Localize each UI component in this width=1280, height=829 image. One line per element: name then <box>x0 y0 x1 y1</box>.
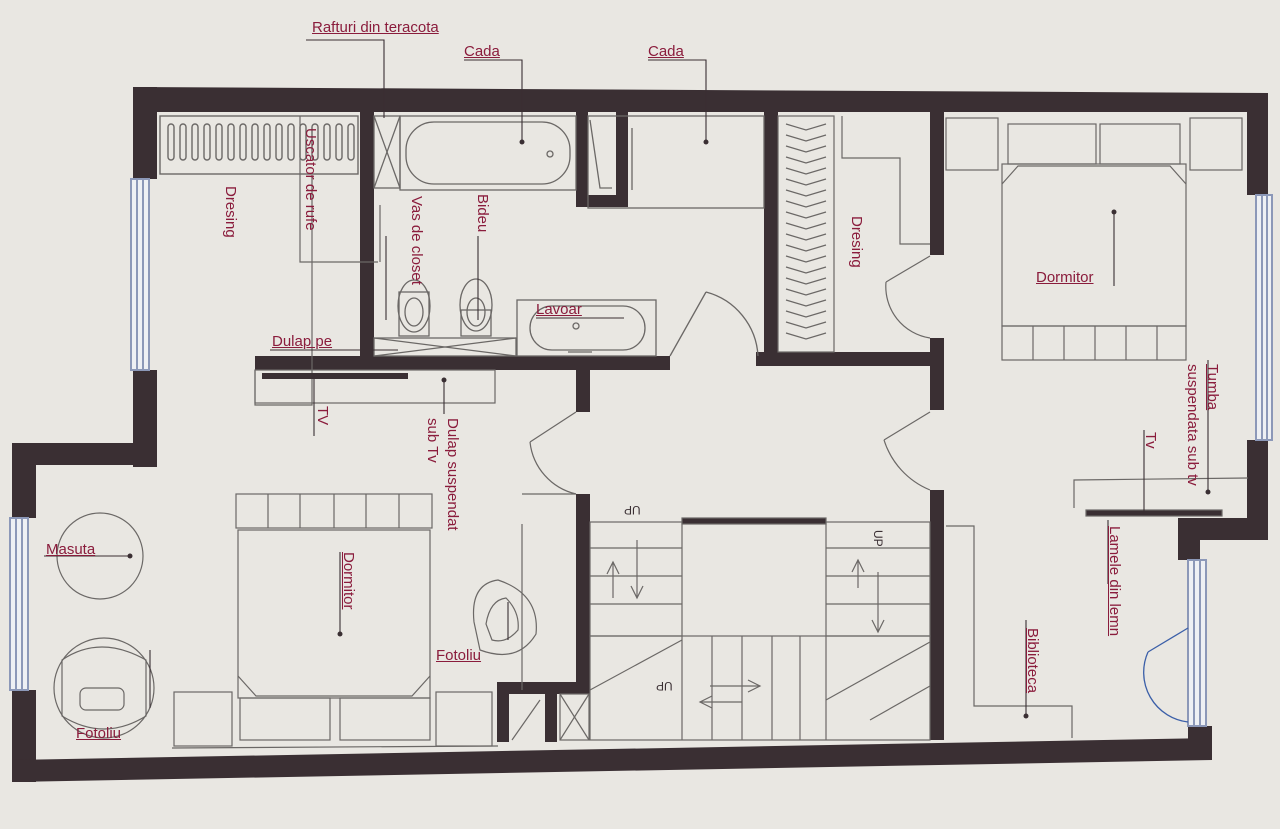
hanger <box>215 123 223 161</box>
hanger <box>785 233 827 241</box>
hanger <box>785 123 827 131</box>
hanger <box>785 222 827 230</box>
hanger <box>785 266 827 274</box>
balcony-door <box>1143 627 1189 723</box>
hanger <box>785 321 827 329</box>
hanger <box>275 123 283 161</box>
label-up-2: UP <box>871 530 885 547</box>
label-bideu: Bideu <box>474 194 491 233</box>
right-bed <box>945 117 1243 361</box>
label-dresing-mid: Dresing <box>848 216 865 268</box>
label-rafturi-1: Rafturi din teracota <box>312 19 439 36</box>
hanger <box>203 123 211 161</box>
label-dulap-pe: Dulap pe <box>272 333 333 350</box>
label-tumba: Tumba <box>1204 364 1221 411</box>
label-masuta: Masuta <box>46 541 96 558</box>
label-tv-left: TV <box>314 406 331 426</box>
label-uscator: Uscator de rufe <box>302 128 319 231</box>
hanger <box>785 255 827 263</box>
interior-walls <box>255 112 944 742</box>
staircase <box>589 517 931 741</box>
hanger <box>785 189 827 197</box>
hanger <box>785 310 827 318</box>
label-tumba-2: suspendata sub tv <box>1184 364 1201 486</box>
hanger <box>785 277 827 285</box>
library-shelf <box>946 525 1073 738</box>
hanger <box>785 134 827 142</box>
hanger <box>179 123 187 161</box>
label-fotoliu-mid: Fotoliu <box>436 647 482 664</box>
left-bed <box>171 493 499 749</box>
hanger <box>785 288 827 296</box>
hanger <box>323 123 331 161</box>
hanger <box>785 299 827 307</box>
label-cada-1: Cada <box>464 43 500 60</box>
bathroom-fixtures <box>373 115 765 357</box>
landing-doors <box>521 411 577 690</box>
hanger <box>335 123 343 161</box>
hanger <box>785 211 827 219</box>
hanger <box>227 123 235 161</box>
label-lamele: Lamele din lemn <box>1106 526 1123 637</box>
hanger <box>785 145 827 153</box>
dressing-partition <box>254 116 496 406</box>
hanger <box>785 200 827 208</box>
hanger <box>311 123 319 161</box>
mid-dressing-rail <box>777 115 930 353</box>
hanger <box>287 123 295 161</box>
small-closet <box>511 693 590 741</box>
hanger <box>785 332 827 340</box>
label-dormitor-left: Dormitor <box>340 552 357 610</box>
label-dulap-suspendat: Dulap suspendat <box>444 418 461 531</box>
label-fotoliu-left: Fotoliu <box>76 725 122 742</box>
mid-dressing-door <box>885 255 931 339</box>
hanger <box>785 167 827 175</box>
label-sub-tv: sub Tv <box>424 418 441 463</box>
label-tv-right: Tv <box>1142 432 1159 449</box>
label-vas: Vas de closet <box>408 196 425 285</box>
hanger <box>167 123 175 161</box>
hanger <box>251 123 259 161</box>
bathroom-door <box>669 291 759 357</box>
right-bedroom-tv <box>1073 477 1249 517</box>
hanger <box>785 156 827 164</box>
label-up-1: UP <box>624 503 641 517</box>
right-bedroom-door <box>883 411 931 491</box>
label-cada-2: Cada <box>648 43 684 60</box>
hanger <box>347 123 355 161</box>
left-room-furniture <box>53 512 537 739</box>
outer-walls <box>12 87 1268 782</box>
hanger <box>191 123 199 161</box>
windows <box>9 178 1273 727</box>
label-lavoar: Lavoar <box>536 301 582 318</box>
label-up-3: UP <box>656 679 673 693</box>
left-tv <box>262 373 408 379</box>
hanger <box>785 244 827 252</box>
label-biblioteca: Biblioteca <box>1024 628 1041 694</box>
hanger <box>263 123 271 161</box>
label-dormitor-right: Dormitor <box>1036 269 1094 286</box>
hanger <box>785 178 827 186</box>
hanger <box>239 123 247 161</box>
label-dresing-left: Dresing <box>222 186 239 238</box>
leader-lines <box>44 39 1209 716</box>
leader-dots <box>127 139 1211 719</box>
